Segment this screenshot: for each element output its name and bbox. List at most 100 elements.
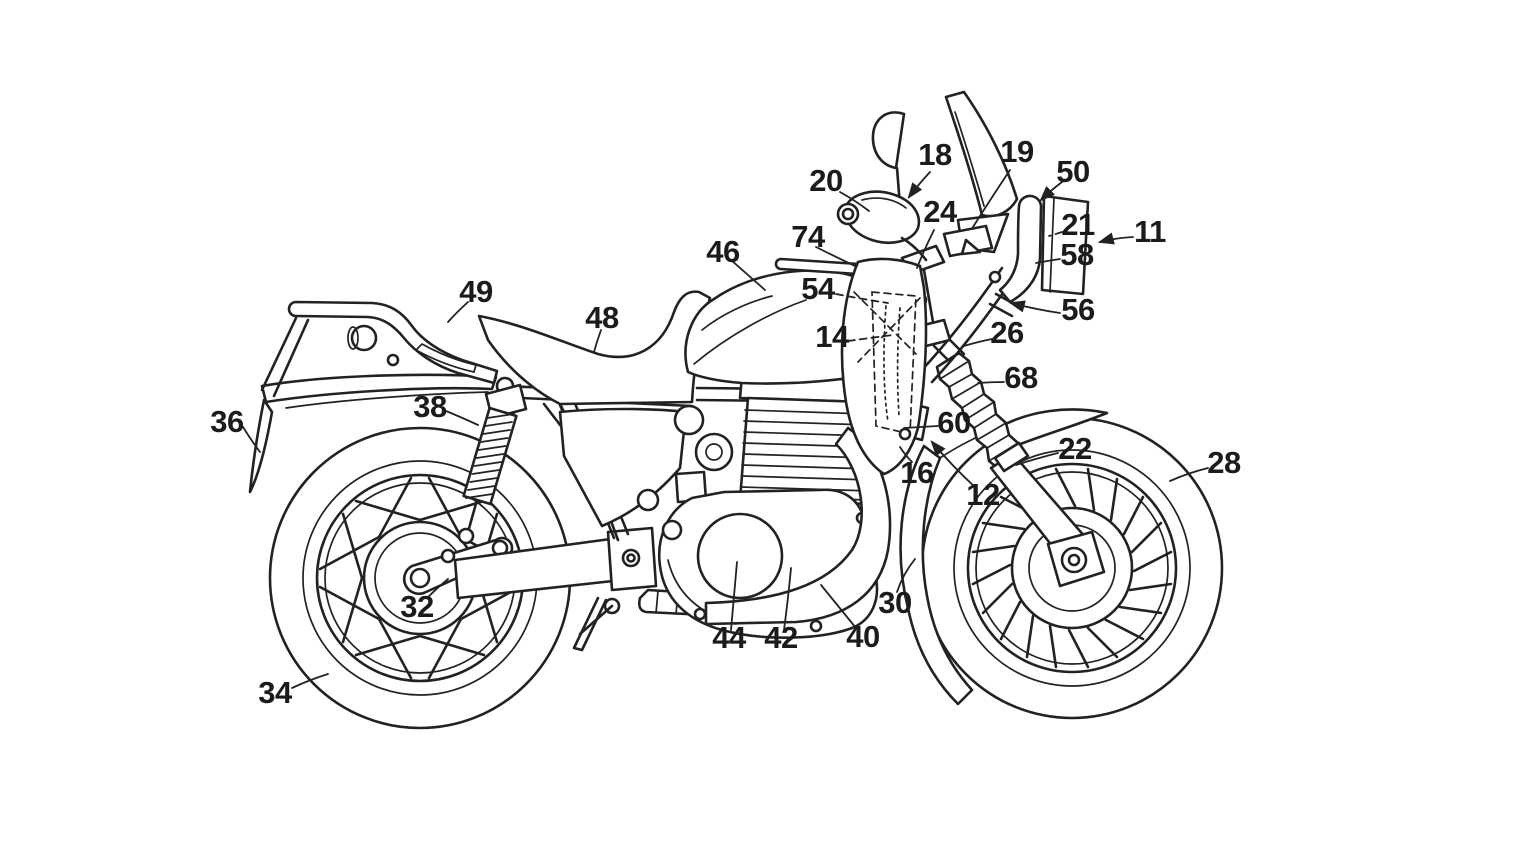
ref-label-40: 40 <box>846 619 879 654</box>
grip-end <box>836 202 860 226</box>
mirror-head <box>871 111 906 170</box>
ref-label-30: 30 <box>878 585 911 620</box>
front-fender-side-band <box>899 444 974 706</box>
ref-label-19: 19 <box>1000 134 1034 169</box>
leader-68 <box>977 381 1005 384</box>
ref-label-28: 28 <box>1207 445 1241 480</box>
ref-label-54: 54 <box>801 271 836 306</box>
ref-label-44: 44 <box>712 620 747 655</box>
leader-54 <box>835 293 889 304</box>
kickstand <box>572 596 608 652</box>
ref-label-74: 74 <box>791 219 826 254</box>
grab-rail <box>287 300 499 385</box>
ref-label-16: 16 <box>900 455 934 490</box>
ref-label-46: 46 <box>706 234 740 269</box>
leader-36 <box>242 426 261 453</box>
case-bolt-2 <box>809 619 823 633</box>
housing-detail-line <box>861 197 907 209</box>
ref-label-60: 60 <box>937 405 970 440</box>
leader-40 <box>820 584 857 629</box>
ref-label-68: 68 <box>1004 360 1038 395</box>
fork-slider-collar <box>993 441 1030 473</box>
shock-spring-coils <box>464 413 516 499</box>
bodywork <box>477 257 891 406</box>
shock-rod <box>466 498 479 534</box>
hidden-brace-lines <box>853 291 921 363</box>
front-axle-center <box>1067 553 1081 567</box>
reference-labels: 11 12 14 16 18 19 20 21 22 24 26 28 30 3… <box>210 134 1241 710</box>
ref-label-26: 26 <box>990 315 1024 350</box>
leader-46 <box>730 259 766 291</box>
leader-28 <box>1169 467 1209 482</box>
ref-label-36: 36 <box>210 404 244 439</box>
ref-label-56: 56 <box>1061 292 1095 327</box>
front-rim <box>966 462 1178 674</box>
clutch-cover-circle <box>696 512 784 600</box>
leader-18 <box>907 171 931 199</box>
hidden-headlight-detail <box>883 305 901 423</box>
ref-label-20: 20 <box>809 163 842 198</box>
grab-rail-slot <box>414 342 478 374</box>
leader-12 <box>930 440 977 489</box>
carrier-bar <box>998 194 1043 304</box>
ref-label-21: 21 <box>1061 207 1095 242</box>
leader-16 <box>899 446 913 463</box>
leader-74 <box>815 246 856 267</box>
leader-50 <box>1039 181 1063 202</box>
hub-bolt <box>440 548 456 564</box>
handlebar <box>900 236 928 262</box>
leader-14 <box>847 334 894 342</box>
carburetor <box>694 432 734 472</box>
swingarm-fill <box>455 538 622 598</box>
leader-24 <box>916 229 935 269</box>
intake-boot <box>673 404 705 436</box>
ref-label-48: 48 <box>585 300 619 335</box>
ref-label-42: 42 <box>764 620 797 655</box>
ref-label-12: 12 <box>966 477 999 512</box>
leader-26 <box>963 338 993 347</box>
carburetor-cap <box>705 443 723 461</box>
leader-32 <box>426 578 449 599</box>
side-panel <box>558 407 688 528</box>
ref-label-18: 18 <box>918 137 952 172</box>
leader-44 <box>730 561 738 631</box>
leader-48 <box>593 329 602 353</box>
rear-mudflap <box>248 398 274 494</box>
side-panel-bolt <box>636 488 660 512</box>
ref-label-49: 49 <box>459 274 493 309</box>
leader-60 <box>903 425 939 429</box>
rear-fender-front-stays <box>260 316 310 398</box>
front-tire-sidewall <box>953 449 1191 687</box>
shock-lower-eyelet <box>457 527 475 545</box>
tank-styling-lines <box>693 295 807 365</box>
swingarm <box>453 526 658 600</box>
leader-34 <box>291 673 329 689</box>
front-upper-parts <box>836 90 1090 318</box>
rear-shock <box>457 376 528 545</box>
leader-30 <box>896 558 916 593</box>
ref-label-22: 22 <box>1058 431 1091 466</box>
cowl-bolt <box>898 427 912 441</box>
ref-label-58: 58 <box>1060 237 1094 272</box>
case-bolt-1 <box>693 607 707 621</box>
tank-front-rail <box>774 257 861 276</box>
ref-label-32: 32 <box>400 589 433 624</box>
rail-bolt-side <box>347 326 359 350</box>
rear-fender-band <box>260 373 498 404</box>
stay-bolt <box>988 270 1002 284</box>
pivot-bolt <box>621 548 641 568</box>
front-axle <box>1060 546 1088 574</box>
steering-and-cowl <box>840 244 1014 476</box>
leader-56 <box>1008 300 1061 314</box>
front-fork <box>932 334 1106 588</box>
leader-11 <box>1097 232 1134 245</box>
leader-lines <box>242 169 1209 689</box>
leader-22 <box>1015 452 1059 466</box>
shift-shaft <box>661 519 683 541</box>
windscreen-crease <box>954 111 985 207</box>
indicator-triangle <box>960 238 982 256</box>
seat <box>477 290 712 406</box>
rear-axle <box>409 567 431 589</box>
leader-20 <box>839 191 870 212</box>
